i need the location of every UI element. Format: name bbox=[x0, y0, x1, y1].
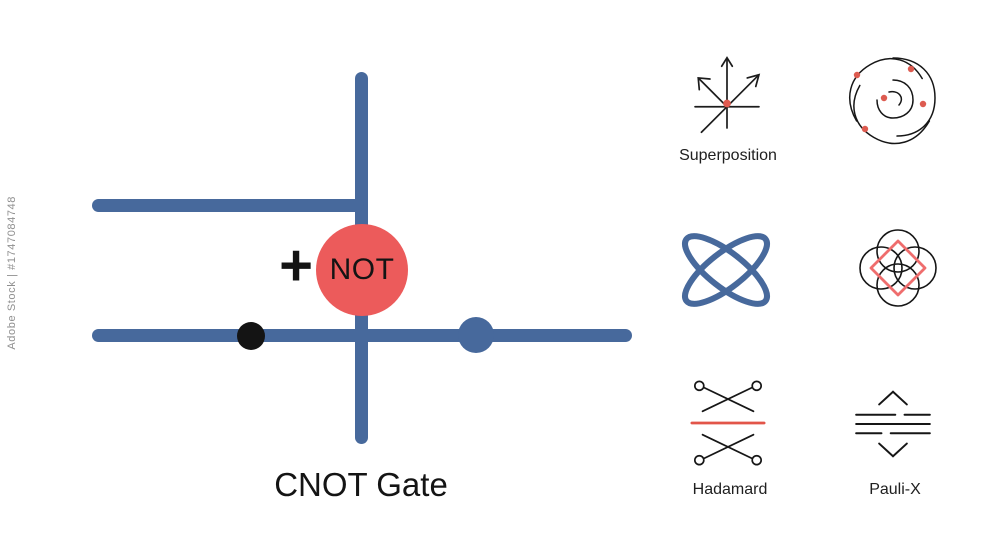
not-gate-circle: NOT bbox=[316, 224, 408, 316]
crossed-orbits-icon bbox=[682, 233, 770, 307]
watermark: Adobe Stock | #1747084748 bbox=[0, 0, 24, 545]
watermark-text: Adobe Stock | #1747084748 bbox=[6, 195, 18, 350]
control-wire-bottom bbox=[92, 329, 632, 342]
control-dot-black bbox=[237, 322, 265, 350]
superposition-label: Superposition bbox=[679, 147, 777, 164]
superposition-center-dot bbox=[723, 99, 731, 108]
vortex-cell bbox=[838, 50, 948, 150]
control-dot-blue bbox=[458, 317, 494, 353]
pauli-x-icon bbox=[855, 390, 931, 458]
superposition-cell bbox=[668, 46, 786, 144]
superposition-icon bbox=[694, 56, 761, 134]
pauli-x-label: Pauli-X bbox=[869, 481, 921, 498]
flower-diamond-icon bbox=[859, 229, 937, 307]
hadamard-cell bbox=[672, 372, 784, 474]
plus-symbol: + bbox=[279, 233, 313, 298]
not-gate-label: NOT bbox=[329, 253, 395, 286]
control-wire-top bbox=[92, 199, 364, 212]
pauli-x-cell bbox=[840, 378, 946, 470]
diagram-title: CNOT Gate bbox=[274, 466, 448, 503]
flower-diamond-cell bbox=[844, 214, 952, 322]
hadamard-label: Hadamard bbox=[692, 481, 768, 498]
red-diamond bbox=[869, 239, 927, 297]
vortex-icon bbox=[849, 57, 936, 145]
hadamard-icon bbox=[690, 380, 766, 466]
crossed-orbits-cell bbox=[666, 222, 786, 318]
